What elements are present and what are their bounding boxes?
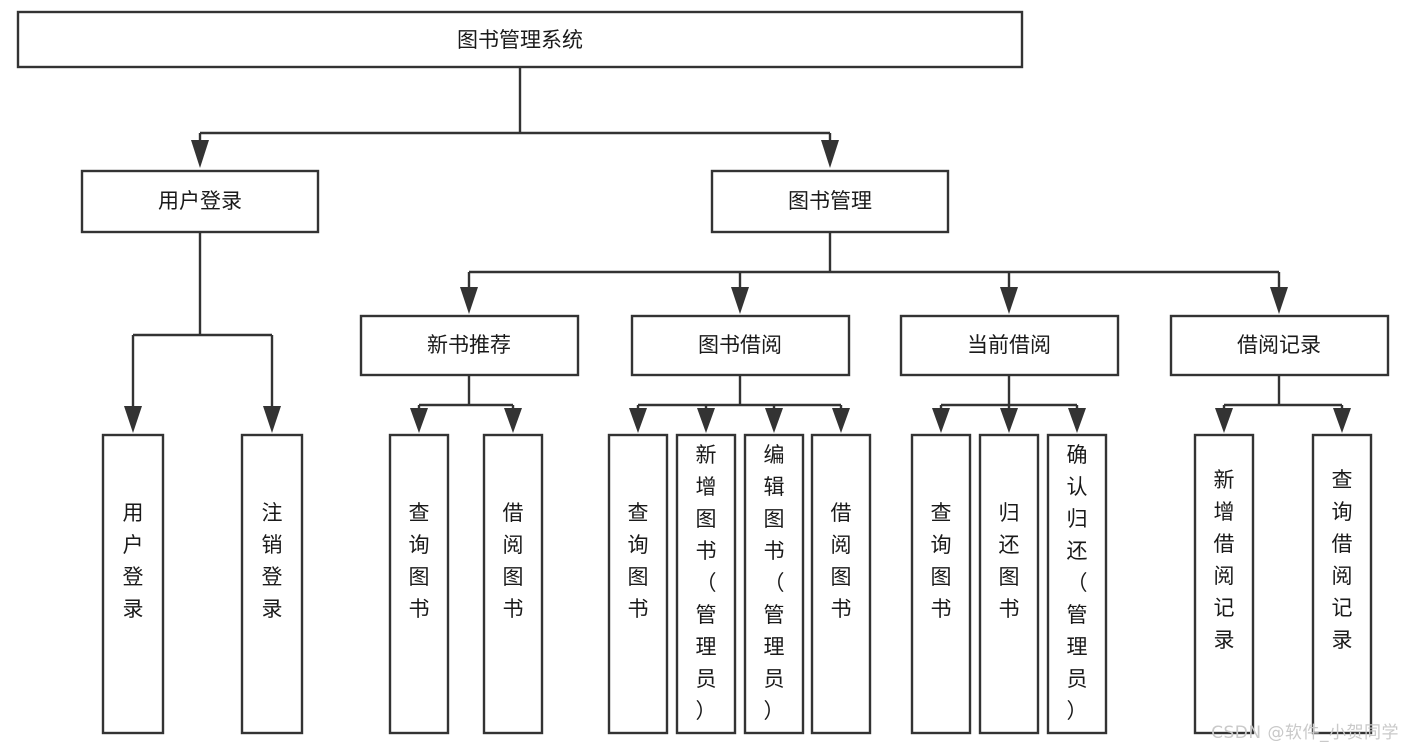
leaf-label: 新增图书（管理员） — [696, 443, 717, 723]
node-user-login-box — [80, 169, 320, 234]
leaf-box — [810, 433, 872, 735]
leaf-node-user-login[interactable]: 用户登录 — [101, 433, 165, 735]
arrow-head-cb-return-book — [1000, 408, 1018, 433]
arrow-head-br-add-record — [1215, 408, 1233, 433]
arrow-head-book-manage — [821, 140, 839, 168]
connector-group-book-manage — [460, 232, 1288, 314]
arrow-head-nb-borrow-book — [504, 408, 522, 433]
node-root-box — [16, 10, 1024, 69]
arrow-head-bb-edit-book — [765, 408, 783, 433]
node-book-borrow-label: 图书借阅 — [698, 333, 782, 357]
leaf-label: 用户登录 — [123, 501, 144, 621]
leaf-node-nb-borrow-book[interactable]: 借阅图书 — [482, 433, 544, 735]
leaf-node-br-add-record[interactable]: 新增借阅记录 — [1193, 433, 1255, 735]
connector-group-user-login — [124, 232, 281, 433]
node-current-borrow-box — [899, 314, 1120, 377]
node-borrow-record-box — [1169, 314, 1390, 377]
leaf-node-cb-return-book[interactable]: 归还图书 — [978, 433, 1040, 735]
leaf-box — [910, 433, 972, 735]
leaf-box — [240, 433, 304, 735]
leaf-box — [1046, 433, 1108, 735]
leaf-node-br-query-record[interactable]: 查询借阅记录 — [1311, 433, 1373, 735]
leaf-node-bb-add-book[interactable]: 新增图书（管理员） — [675, 433, 737, 735]
leaf-node-bb-query-book[interactable]: 查询图书 — [607, 433, 669, 735]
leaf-box — [1193, 433, 1255, 735]
leaf-box — [388, 433, 450, 735]
node-new-book-recommend[interactable]: 新书推荐 — [359, 314, 580, 377]
leaf-label: 注销登录 — [262, 501, 283, 621]
arrow-head-br-query-record — [1333, 408, 1351, 433]
leaf-label: 借阅图书 — [503, 501, 524, 621]
arrow-head-bb-add-book — [697, 408, 715, 433]
connector-group-borrow-record — [1215, 375, 1351, 433]
node-user-login[interactable]: 用户登录 — [80, 169, 320, 234]
arrow-head-bb-query-book — [629, 408, 647, 433]
node-root-system[interactable]: 图书管理系统 — [16, 10, 1024, 69]
node-user-login-label: 用户登录 — [158, 189, 242, 213]
arrow-head-bb-borrow-book — [832, 408, 850, 433]
leaf-box — [607, 433, 669, 735]
leaf-label: 查询借阅记录 — [1332, 468, 1353, 652]
leaf-box — [675, 433, 737, 735]
arrow-head-nb-query-book — [410, 408, 428, 433]
connector-group-current-borrow — [932, 375, 1086, 433]
arrow-head-current-borrow — [1000, 287, 1018, 314]
arrow-head-cb-confirm-return — [1068, 408, 1086, 433]
node-new-book-recommend-label: 新书推荐 — [427, 333, 511, 357]
node-book-manage[interactable]: 图书管理 — [710, 169, 950, 234]
connector-group-book-borrow — [629, 375, 850, 433]
leaf-box — [978, 433, 1040, 735]
node-book-borrow[interactable]: 图书借阅 — [630, 314, 851, 377]
leaf-node-bb-borrow-book[interactable]: 借阅图书 — [810, 433, 872, 735]
arrow-head-user-login — [191, 140, 209, 168]
arrow-head-book-borrow — [731, 287, 749, 314]
leaf-node-cb-confirm-return[interactable]: 确认归还（管理员） — [1046, 433, 1108, 735]
leaf-box — [482, 433, 544, 735]
connector-group-new-book-recommend — [410, 375, 522, 433]
node-borrow-record-label: 借阅记录 — [1237, 333, 1321, 357]
leaf-label: 查询图书 — [628, 501, 649, 621]
node-book-manage-box — [710, 169, 950, 234]
connector-group-root — [191, 67, 839, 168]
leaf-label: 查询图书 — [931, 501, 952, 621]
leaf-label: 确认归还（管理员） — [1067, 443, 1088, 723]
arrow-head-new-book-recommend — [460, 287, 478, 314]
leaf-box — [743, 433, 805, 735]
leaf-node-cb-query-book[interactable]: 查询图书 — [910, 433, 972, 735]
leaf-label: 编辑图书（管理员） — [764, 443, 785, 723]
leaf-box — [1311, 433, 1373, 735]
node-current-borrow-label: 当前借阅 — [967, 333, 1051, 357]
leaf-label: 借阅图书 — [831, 501, 852, 621]
node-new-book-recommend-box — [359, 314, 580, 377]
node-borrow-record[interactable]: 借阅记录 — [1169, 314, 1390, 377]
leaf-label: 查询图书 — [409, 501, 430, 621]
arrow-head-leaf-logout — [263, 406, 281, 433]
arrow-head-leaf-user-login — [124, 406, 142, 433]
leaf-node-nb-query-book[interactable]: 查询图书 — [388, 433, 450, 735]
node-root-label: 图书管理系统 — [457, 28, 583, 52]
leaf-node-logout[interactable]: 注销登录 — [240, 433, 304, 735]
arrow-head-cb-query-book — [932, 408, 950, 433]
node-book-manage-label: 图书管理 — [788, 189, 872, 213]
leaf-label: 新增借阅记录 — [1214, 468, 1235, 652]
leaf-box — [101, 433, 165, 735]
arrow-head-borrow-record — [1270, 287, 1288, 314]
leaf-label: 归还图书 — [999, 501, 1020, 621]
leaf-node-bb-edit-book[interactable]: 编辑图书（管理员） — [743, 433, 805, 735]
node-book-borrow-box — [630, 314, 851, 377]
node-current-borrow[interactable]: 当前借阅 — [899, 314, 1120, 377]
